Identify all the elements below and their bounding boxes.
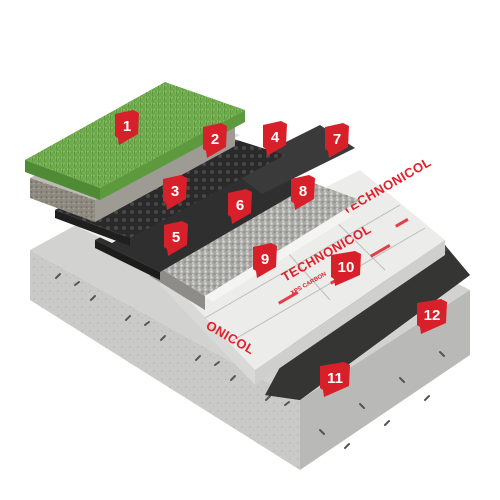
marker-5: 5	[164, 221, 188, 256]
marker-badge	[320, 362, 350, 397]
marker-number: 3	[171, 183, 179, 200]
marker-badge	[325, 123, 349, 158]
marker-4: 4	[263, 121, 287, 156]
marker-10: 10	[331, 251, 361, 286]
marker-badge	[263, 121, 287, 156]
marker-badge	[163, 175, 187, 210]
marker-2: 2	[203, 123, 227, 158]
marker-6: 6	[228, 189, 252, 224]
marker-badge	[164, 221, 188, 256]
marker-12: 12	[417, 299, 447, 334]
marker-7: 7	[325, 123, 349, 158]
marker-number: 4	[271, 129, 280, 146]
protective-membrane	[230, 125, 355, 194]
marker-3: 3	[163, 175, 187, 210]
marker-9: 9	[253, 243, 277, 278]
marker-number: 11	[327, 370, 343, 387]
marker-11: 11	[320, 362, 350, 397]
marker-badge	[417, 299, 447, 334]
marker-number: 7	[333, 131, 341, 148]
marker-badge	[291, 175, 315, 210]
marker-badge	[253, 243, 277, 278]
marker-8: 8	[291, 175, 315, 210]
marker-badge	[228, 189, 252, 224]
marker-number: 8	[299, 183, 307, 200]
marker-badge	[331, 251, 361, 286]
marker-number: 2	[211, 131, 219, 148]
marker-number: 10	[338, 259, 355, 276]
marker-1: 1	[115, 110, 139, 145]
marker-badge	[115, 110, 139, 145]
marker-number: 6	[236, 197, 244, 214]
marker-number: 5	[172, 229, 180, 246]
marker-badge	[203, 123, 227, 158]
geotextile	[205, 210, 352, 302]
marker-number: 12	[424, 307, 441, 324]
marker-number: 1	[123, 118, 131, 135]
gravel-layer	[150, 178, 360, 310]
marker-number: 9	[261, 251, 269, 268]
